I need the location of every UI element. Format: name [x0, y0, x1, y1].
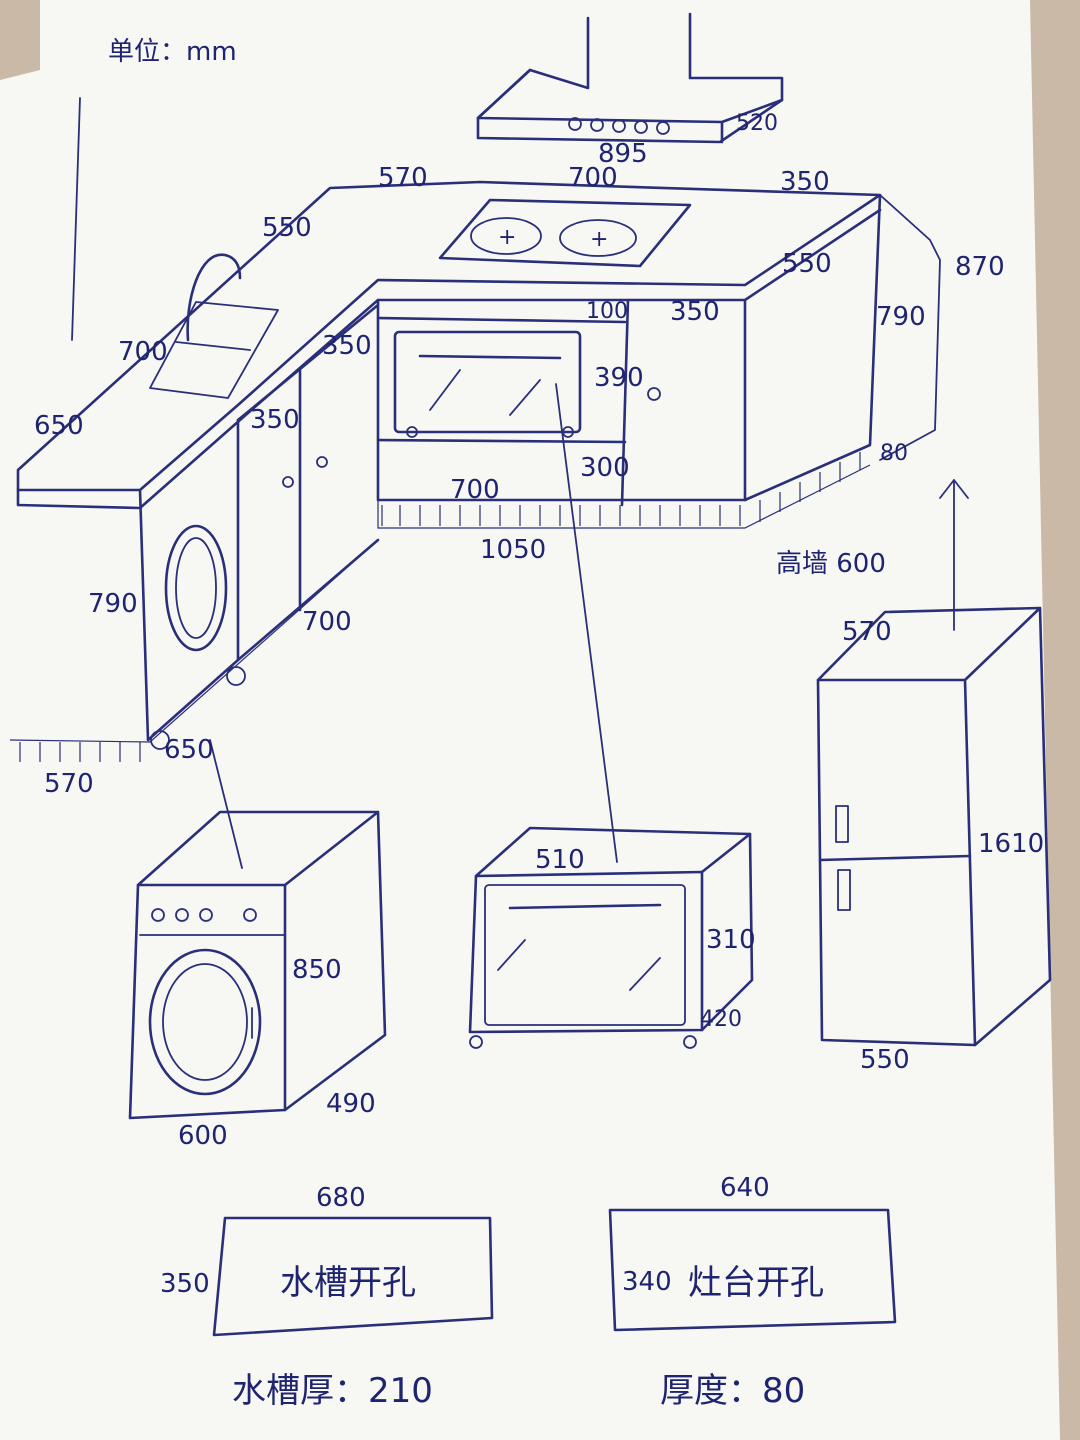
drawer-100-label: 100 [586, 299, 628, 324]
sink-thickness-note: 水槽厚：210 [232, 1371, 433, 1411]
oven-390-label: 390 [594, 363, 644, 393]
sink-cutout-height-label: 350 [160, 1269, 210, 1299]
cab-350-a-label: 350 [322, 331, 372, 361]
bottom-300-label: 300 [580, 453, 630, 483]
range-hood [476, 12, 784, 144]
stove-cutout-height-label: 340 [622, 1267, 672, 1297]
hood-width-label: 895 [598, 139, 648, 169]
counter-790-right-label: 790 [876, 302, 926, 332]
unit-label: 单位：mm [108, 37, 237, 67]
stove-cutout-title: 灶台开孔 [688, 1263, 824, 1303]
counter-570-label: 570 [378, 163, 428, 193]
oven-depth-label: 420 [700, 1007, 742, 1032]
washer-width-label: 600 [178, 1121, 228, 1151]
front-700-label: 700 [450, 475, 500, 505]
counter-650-label: 650 [34, 411, 84, 441]
svg-text:+: + [498, 225, 516, 250]
counter-350-label: 350 [780, 167, 830, 197]
washing-machine [128, 810, 387, 1120]
oven-height-label: 310 [706, 925, 756, 955]
hood-depth-label: 520 [736, 111, 778, 136]
fridge-width-bottom-label: 550 [860, 1045, 910, 1075]
stove-cutout-width-label: 640 [720, 1173, 770, 1203]
stove-thickness-note: 厚度：80 [660, 1371, 805, 1411]
cab-350-b-label: 350 [250, 405, 300, 435]
svg-text:+: + [590, 227, 608, 252]
sink-cutout [212, 1216, 494, 1337]
left-guide-line [71, 97, 81, 341]
sink-cutout-width-label: 680 [316, 1183, 366, 1213]
counter-870-label: 870 [955, 252, 1005, 282]
fridge-width-top-label: 570 [842, 617, 892, 647]
washer-700-label: 700 [302, 607, 352, 637]
base-80-label: 80 [880, 441, 908, 466]
refrigerator [816, 606, 1052, 1047]
high-wall-label: 高墙 600 [776, 549, 886, 579]
counter-700-label: 700 [568, 163, 618, 193]
washer-depth-label: 490 [326, 1089, 376, 1119]
washer-650-label: 650 [164, 735, 214, 765]
door-350-right-label: 350 [670, 297, 720, 327]
washer-height-label: 850 [292, 955, 342, 985]
counter-790-left-label: 790 [88, 589, 138, 619]
sink-cutout-title: 水槽开孔 [280, 1263, 416, 1303]
counter-550-left-label: 550 [262, 213, 312, 243]
fridge-height-label: 1610 [978, 829, 1044, 859]
counter-550-right-label: 550 [782, 249, 832, 279]
base-570-label: 570 [44, 769, 94, 799]
oven-appliance [468, 826, 754, 1049]
oven-width-label: 510 [535, 845, 585, 875]
kitchen-counter: + + [9, 180, 969, 869]
run-1050-label: 1050 [480, 535, 546, 565]
sink-700-label: 700 [118, 337, 168, 367]
stove-cutout [608, 1208, 897, 1332]
